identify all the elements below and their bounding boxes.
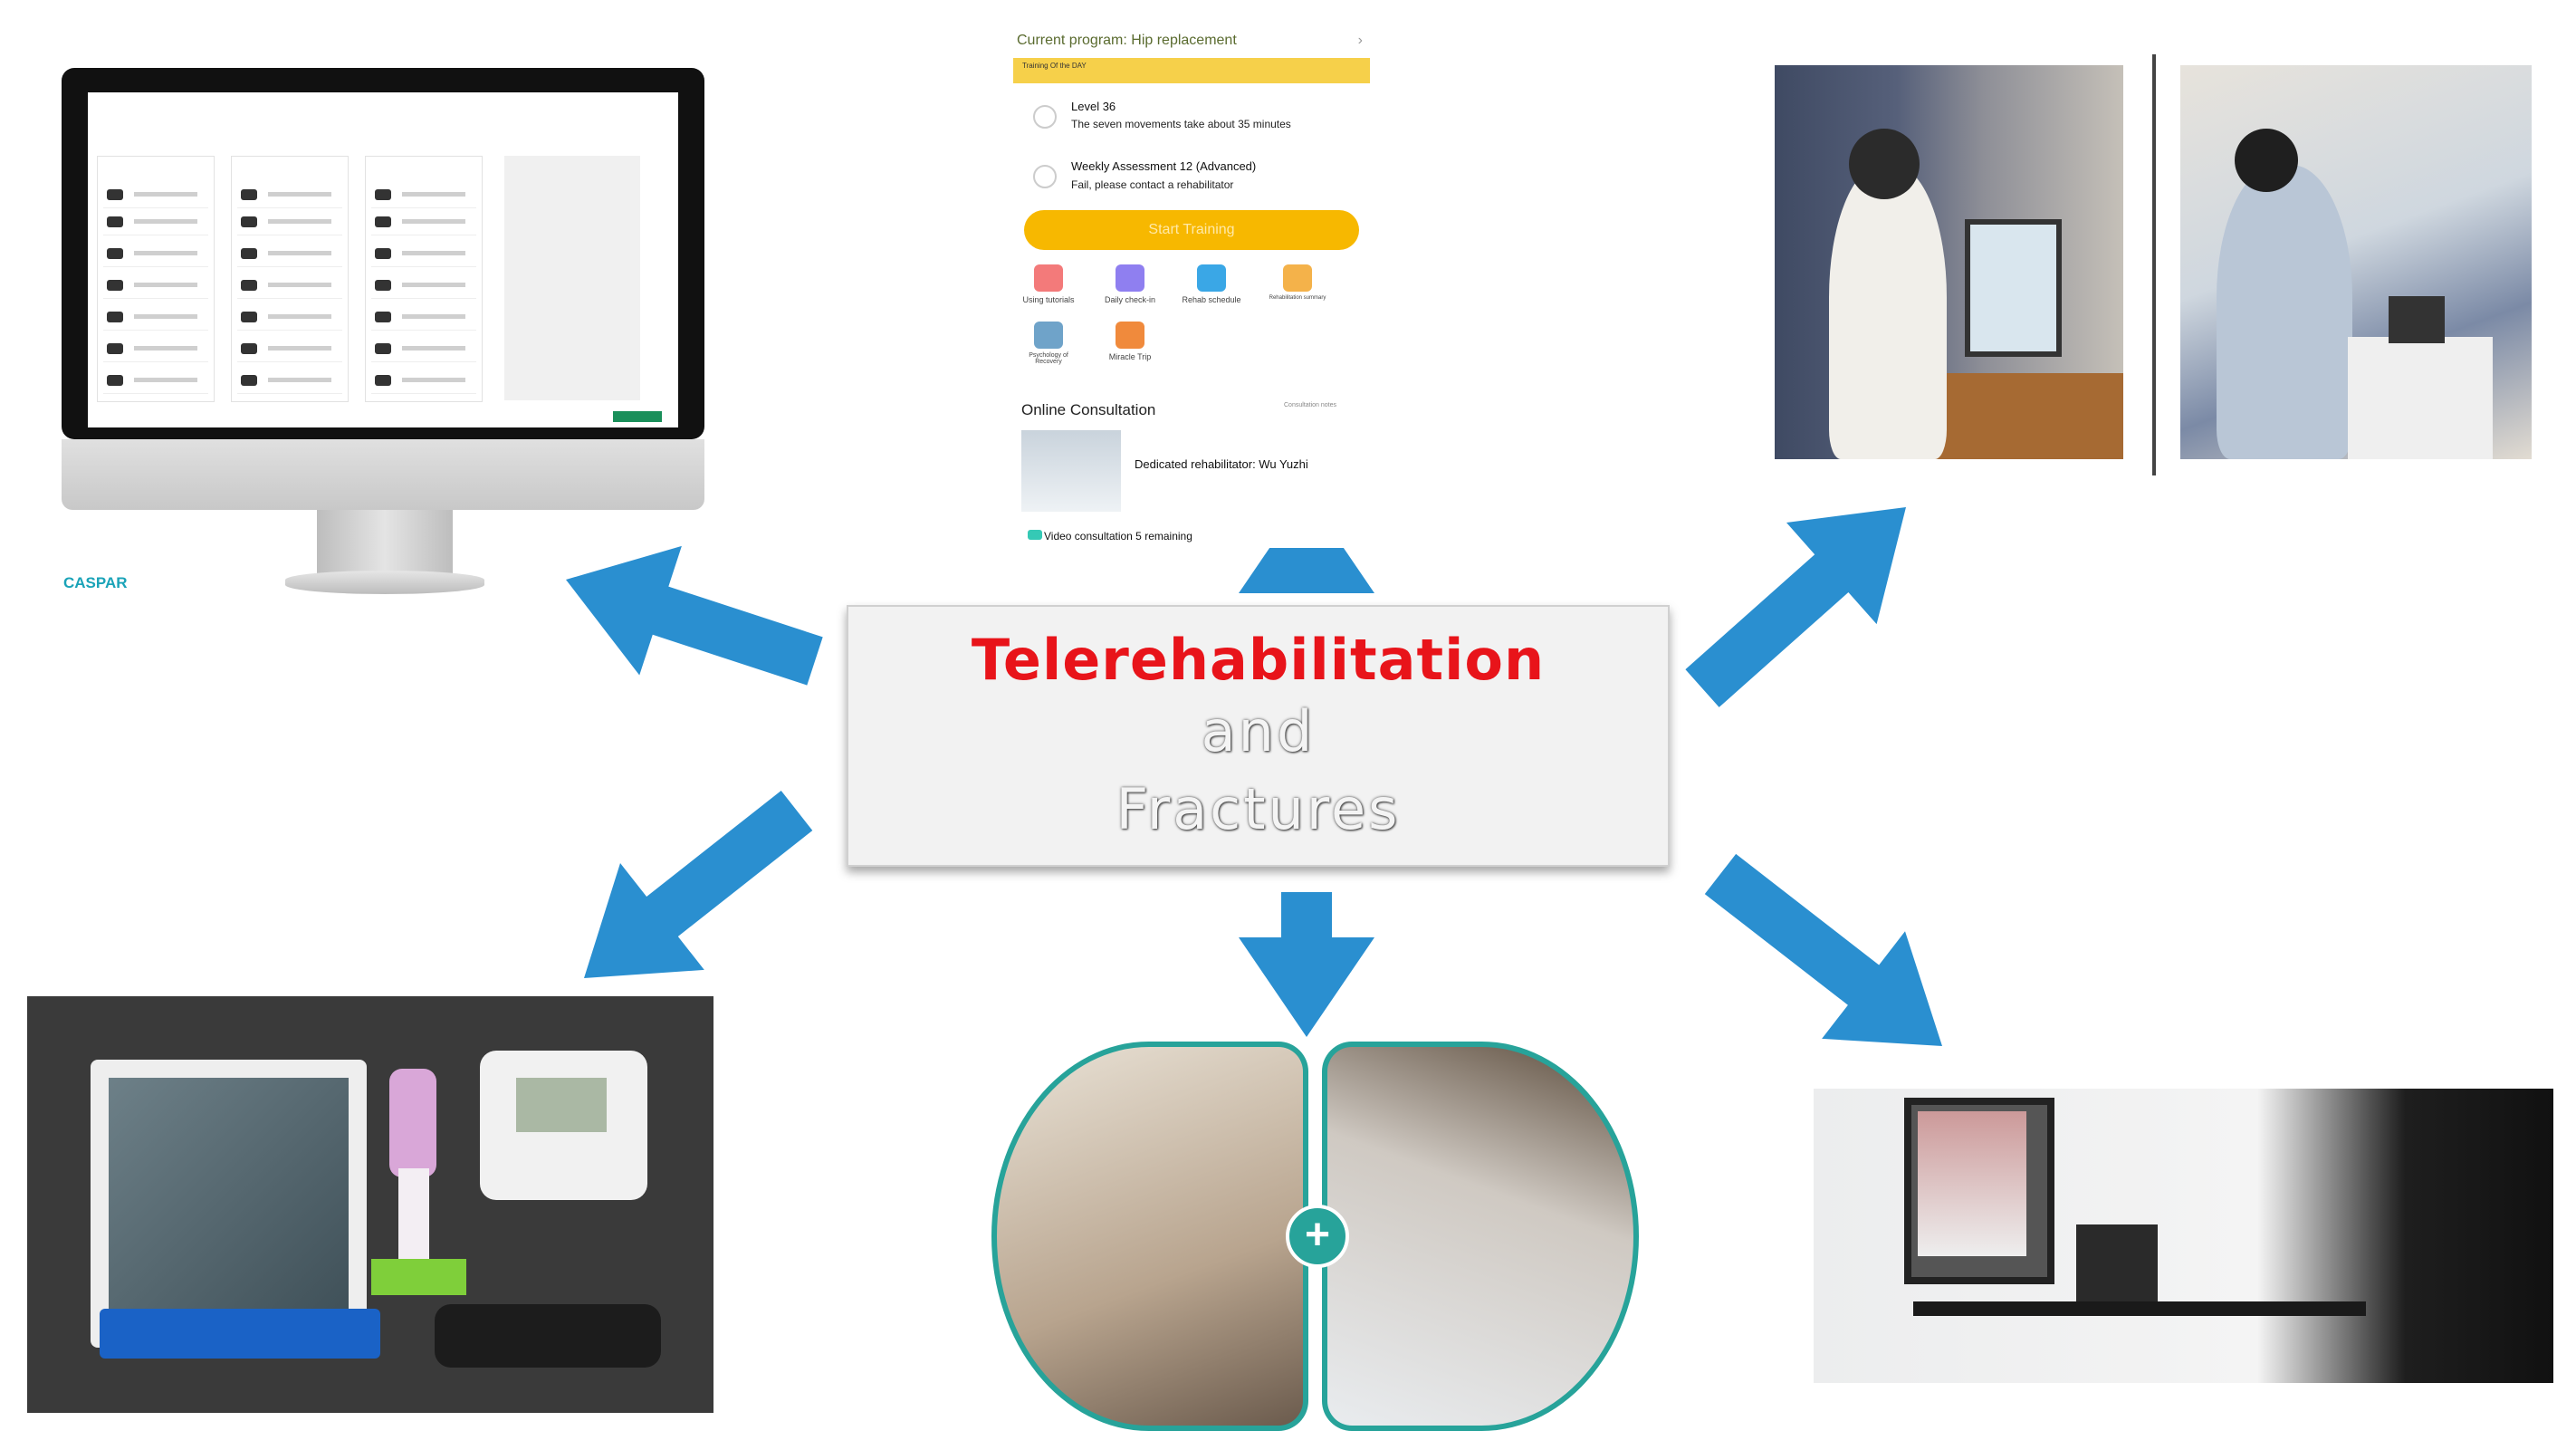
assessment-radio[interactable]	[1033, 165, 1057, 188]
heart-shield-icon	[1034, 322, 1063, 349]
pencil-icon	[1116, 264, 1144, 292]
kit-green-box	[371, 1259, 466, 1295]
arrow-up-left	[566, 545, 823, 686]
arrow-down-right	[1704, 853, 1942, 1046]
training-of-day-banner: Training Of the DAY	[1013, 58, 1370, 83]
photo-patient-at-computer	[1775, 65, 2123, 459]
monitor-chin	[62, 439, 704, 510]
start-training-button[interactable]: Start Training	[1024, 210, 1359, 250]
tv-screen	[1918, 1111, 2026, 1256]
exercise-column-3	[365, 156, 483, 402]
tile-psychology[interactable]: Psychology of Recovery	[1017, 322, 1080, 365]
tile-using-tutorials[interactable]: Using tutorials	[1017, 264, 1080, 304]
calendar-check-icon	[1197, 264, 1226, 292]
kit-tablet-screen	[109, 1078, 349, 1318]
photo-video-session-desk	[1814, 1089, 2553, 1383]
video-icon	[1028, 530, 1042, 540]
monitor-base	[285, 571, 484, 594]
tile-label: Using tutorials	[1022, 295, 1075, 304]
photo-patient-exercising	[2180, 65, 2532, 459]
tile-miracle-trip[interactable]: Miracle Trip	[1098, 322, 1162, 361]
tile-rehab-summary[interactable]: Rehabilitation summary	[1266, 264, 1329, 301]
play-icon	[1034, 264, 1063, 292]
plus-icon: +	[1286, 1205, 1349, 1268]
title-telerehabilitation: Telerehabilitation	[971, 627, 1546, 693]
title-fractures: Fractures	[1116, 776, 1401, 842]
clipboard-icon	[1283, 264, 1312, 292]
assessment-title: Weekly Assessment 12 (Advanced)	[1071, 159, 1257, 173]
screen-empty-panel	[504, 156, 640, 400]
tile-label: Miracle Trip	[1108, 352, 1152, 361]
arrow-up-right	[1685, 507, 1906, 707]
title-and: and	[1201, 698, 1316, 764]
current-program[interactable]: Current program: Hip replacement	[1017, 33, 1237, 48]
photo-telerehab-kit	[27, 996, 713, 1413]
screen-save-button[interactable]	[613, 411, 662, 422]
kit-bp-screen	[516, 1078, 607, 1132]
monitor-screen	[88, 92, 678, 427]
assessment-desc: Fail, please contact a rehabilitator	[1071, 178, 1234, 191]
desk	[1913, 1301, 2366, 1316]
chevron-right-icon[interactable]: ›	[1357, 33, 1363, 48]
tile-label: Daily check-in	[1104, 295, 1156, 304]
trophy-icon	[1116, 322, 1144, 349]
tile-label: Psychology of Recovery	[1029, 352, 1068, 365]
photo-therapist-headset	[1322, 1042, 1639, 1431]
exercise-column-1	[97, 156, 215, 402]
caspar-logo: CASPAR	[63, 574, 128, 591]
laptop	[2076, 1224, 2158, 1301]
tile-rehab-schedule[interactable]: Rehab schedule	[1180, 264, 1243, 304]
photo-child-exercising	[991, 1042, 1308, 1431]
level-desc: The seven movements take about 35 minute…	[1071, 118, 1291, 130]
kit-thermometer	[389, 1069, 436, 1177]
video-consultation[interactable]: Video consultation 5 remaining	[1044, 530, 1192, 543]
tile-label: Rehab schedule	[1182, 295, 1241, 304]
kit-cuff	[435, 1304, 661, 1368]
kit-blue-bar	[100, 1309, 380, 1359]
doctor-avatar	[1021, 430, 1121, 512]
online-consultation-title: Online Consultation	[1021, 401, 1156, 418]
center-title-box: Telerehabilitation and Fractures	[847, 605, 1670, 867]
monitor-stand	[317, 510, 453, 575]
exercise-column-2	[231, 156, 349, 402]
tile-label: Rehabilitation summary	[1269, 295, 1326, 301]
rehab-app-screen: Current program: Hip replacement › Train…	[1008, 27, 1370, 548]
level-title: Level 36	[1071, 100, 1116, 113]
arrow-group	[566, 494, 1942, 1046]
rehabilitator-name: Dedicated rehabilitator: Wu Yuzhi	[1135, 457, 1308, 471]
arrow-down-left	[584, 791, 813, 978]
level-radio[interactable]	[1033, 105, 1057, 129]
consultation-notes-link[interactable]: Consultation notes	[1284, 402, 1336, 408]
photo-divider	[2152, 54, 2156, 475]
arrow-down	[1239, 892, 1374, 1037]
tile-daily-check-in[interactable]: Daily check-in	[1098, 264, 1162, 304]
